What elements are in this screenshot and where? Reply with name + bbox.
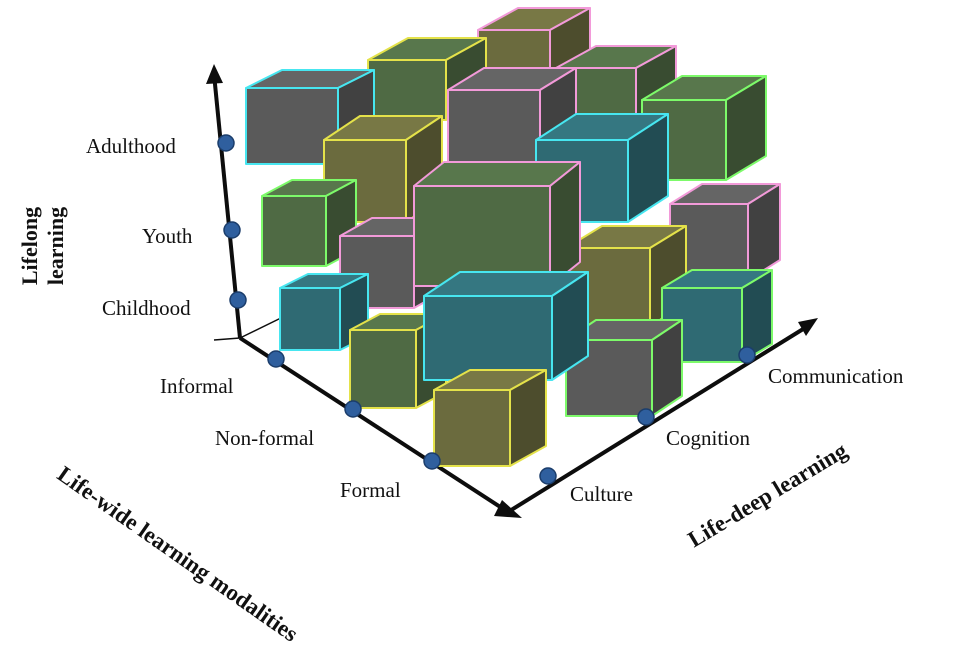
cube-grid <box>245 7 781 467</box>
tick-dots <box>217 134 756 485</box>
back-axis-line-2 <box>213 337 241 341</box>
back-axis-line <box>239 315 286 339</box>
tick-label-culture: Culture <box>570 482 633 506</box>
learning-cube-diagram <box>206 7 818 518</box>
tick-dot-childhood <box>229 291 247 309</box>
lifelong-axis-title: Lifelong learning <box>17 191 68 301</box>
cube-13 <box>413 161 581 287</box>
tick-label-adulthood: Adulthood <box>86 134 176 158</box>
tick-dot-adulthood <box>217 134 235 152</box>
tick-dot-culture <box>539 467 557 485</box>
tick-dot-formal <box>423 452 441 470</box>
cube-front-face <box>349 329 417 409</box>
tick-label-childhood: Childhood <box>102 296 191 320</box>
tick-dot-informal <box>267 350 285 368</box>
cube-9 <box>261 179 357 267</box>
cube-19 <box>433 369 547 467</box>
tick-label-communication: Communication <box>768 364 904 388</box>
life-deep-axis <box>506 324 810 514</box>
cube-8 <box>535 113 669 223</box>
tick-label-informal: Informal <box>160 374 234 398</box>
cube-front-face <box>423 295 553 381</box>
cube-front-face <box>367 59 447 121</box>
tick-label-non-formal: Non-formal <box>215 426 315 450</box>
life-wide-axis <box>238 336 510 514</box>
lifelong-axis-title-line2: learning <box>43 206 68 286</box>
tick-label-cognition: Cognition <box>666 426 751 450</box>
tick-dot-non-formal <box>344 400 362 418</box>
lifelong-axis-title-line1: Lifelong <box>17 206 42 286</box>
cube-front-face <box>279 287 341 351</box>
cube-5 <box>447 67 577 167</box>
life-wide-axis-arrowhead <box>494 500 522 518</box>
cube-18 <box>423 271 589 381</box>
cube-10 <box>669 183 781 281</box>
cube-front-face <box>433 389 511 467</box>
tick-dot-youth <box>223 221 241 239</box>
cube-front-face <box>261 195 327 267</box>
lifelong-axis-arrowhead <box>206 64 223 84</box>
tick-label-youth: Youth <box>142 224 193 248</box>
tick-dot-cognition <box>637 408 655 426</box>
cube-front-face <box>447 89 541 167</box>
life-deep-axis-arrowhead <box>798 318 818 336</box>
tick-dot-communication <box>738 346 756 364</box>
tick-label-formal: Formal <box>340 478 401 502</box>
